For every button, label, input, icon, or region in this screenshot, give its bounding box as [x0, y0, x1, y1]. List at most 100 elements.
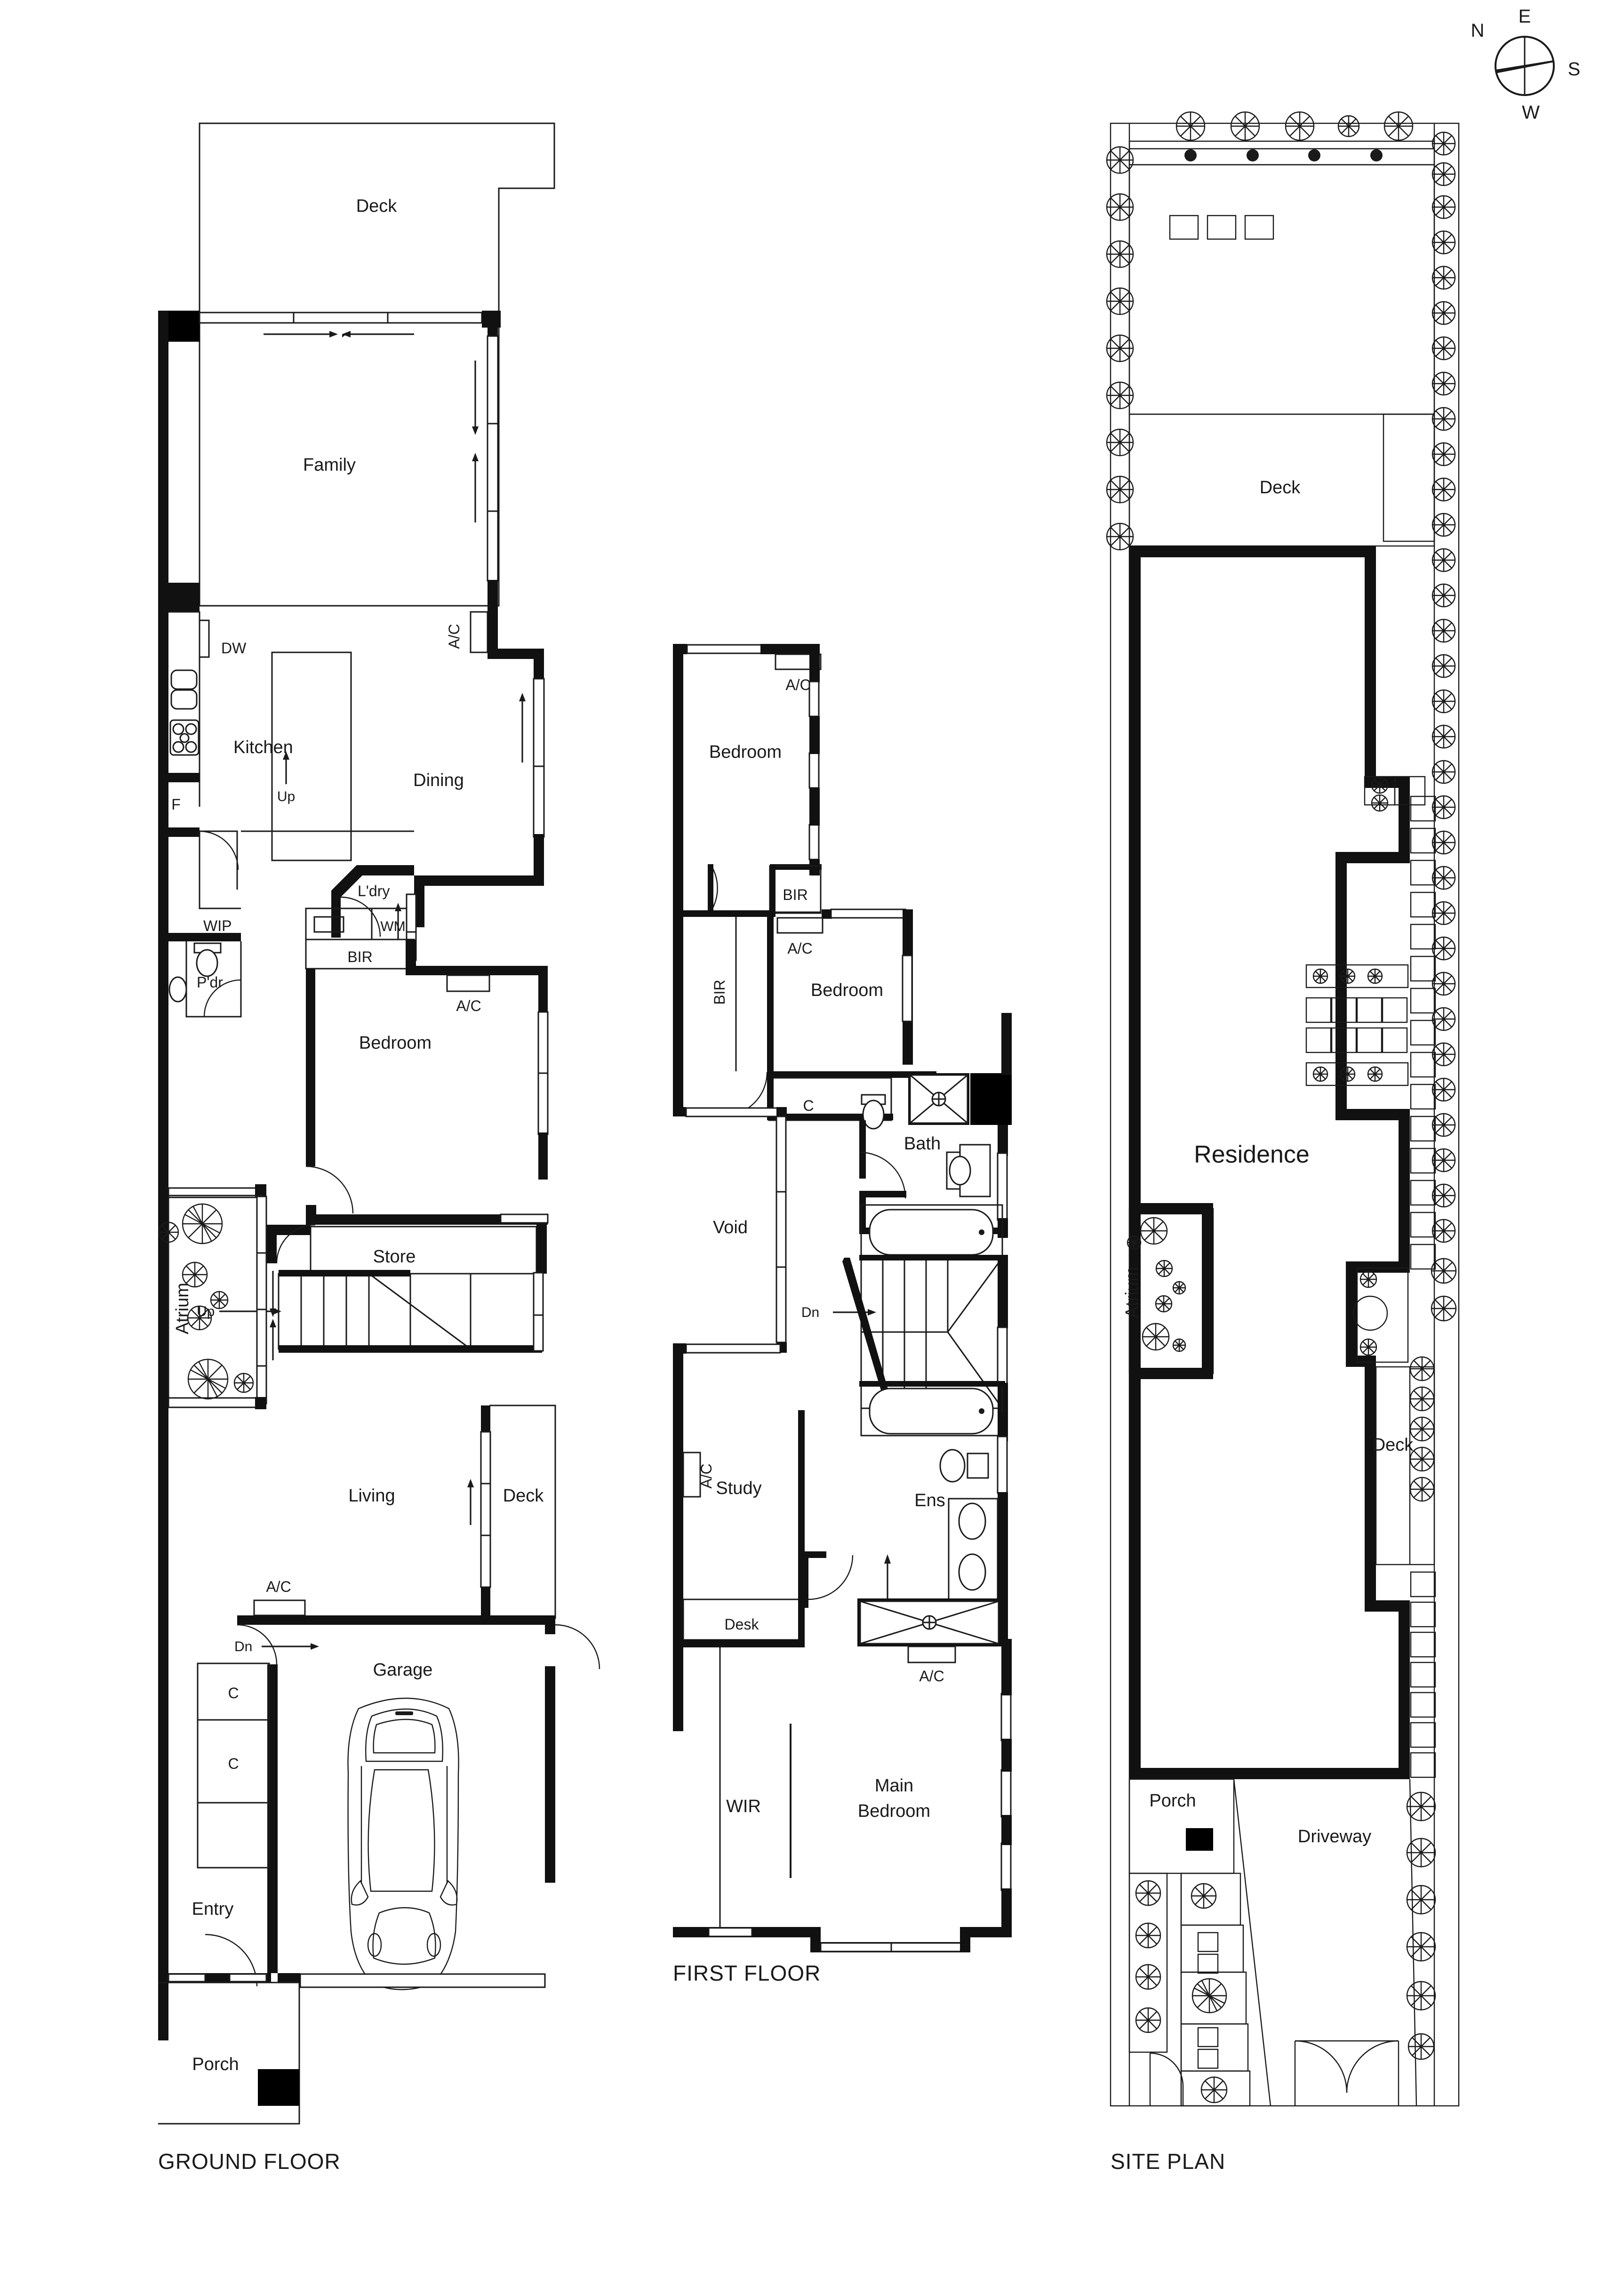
ground-store-staircase: [278, 1270, 542, 1353]
ff-ens-door-swing: [808, 1555, 854, 1600]
site-room-label-deck-rear: Deck: [1260, 478, 1301, 498]
ground-cooktop-symbol: [169, 719, 200, 756]
site-courtyard-feature: [1352, 1267, 1409, 1363]
ff-stair-label-down: Dn: [801, 1305, 819, 1320]
ground-wall-atrium-l-bot: [158, 1394, 168, 1415]
ff-bathtub-lower: [859, 1381, 1005, 1437]
ff-ens-shower: [857, 1598, 1001, 1646]
ground-wall-dining-bottom: [414, 875, 544, 886]
ff-wall-bed2-bottom: [683, 910, 776, 917]
ff-wall-bed3-corner: [822, 909, 832, 919]
ground-pdr-door-swing: [203, 979, 241, 1017]
ground-room-label-family: Family: [303, 455, 356, 475]
ff-wall-bed2-top: [760, 644, 819, 654]
ff-window-void-top: [685, 1107, 781, 1117]
ff-toilet-pan: [862, 1100, 885, 1130]
ff-wall-void-ne: [776, 1107, 787, 1118]
ff-wall-mainbed-right-c: [1001, 1739, 1012, 1772]
ground-room-label-pdr: P'dr: [197, 974, 223, 991]
ff-wall-mainbed-bottom-b: [760, 1927, 821, 1937]
ground-sink-basin-1: [170, 669, 198, 690]
ff-ac-label-4: A/C: [919, 1668, 944, 1685]
ff-fixture-bir-top-label: BIR: [783, 886, 808, 903]
ground-room-label-bedroom: Bedroom: [359, 1033, 432, 1053]
site-post-2: [1247, 149, 1259, 161]
ff-room-label-mainbed-1: Main: [875, 1776, 913, 1796]
ff-wall-bed2-door-jamb: [708, 864, 713, 911]
site-room-label-driveway: Driveway: [1298, 1827, 1371, 1846]
ff-room-label-bedroom2: Bedroom: [709, 742, 782, 762]
ff-room-label-ens: Ens: [914, 1491, 945, 1510]
ground-ac-label-3: A/C: [266, 1578, 291, 1595]
ff-wall-ens-door-jamb: [802, 1553, 808, 1608]
ff-wall-bed2-right-c: [809, 788, 820, 826]
ff-window-mainbed-bottom-1: [820, 1942, 892, 1952]
ff-wall-bed2-right-a: [809, 644, 820, 682]
ff-wall-left-a: [673, 644, 683, 1115]
ff-window-stair-right: [997, 1326, 1008, 1385]
ground-window-atrium-bottom: [168, 1397, 257, 1408]
ground-wall-garage-top: [237, 1615, 555, 1625]
site-gate-swing-2: [1346, 2040, 1399, 2106]
site-trees-rear: [1175, 111, 1414, 141]
ground-wall-step-b: [488, 649, 544, 659]
ff-bath-door-swing: [859, 1151, 906, 1199]
site-plan: Deck Residence Atrium: [1106, 111, 1460, 2174]
ff-wall-mainbed-right-d: [1001, 1815, 1012, 1845]
ff-ac-box-3: [682, 1452, 701, 1498]
ground-ac-label-1: A/C: [446, 624, 463, 649]
ground-sink-basin-2: [170, 689, 198, 710]
ground-wall-fridge-bottom: [158, 827, 200, 837]
ground-garage-door-swing-inner: [237, 1624, 278, 1665]
ff-pier-bath: [970, 1073, 1012, 1125]
site-post-3: [1308, 149, 1320, 161]
ff-room-label-void: Void: [713, 1218, 748, 1237]
ground-pier-kitchen: [168, 583, 200, 612]
ff-fixture-desk-label: Desk: [725, 1616, 760, 1633]
ff-wall-study-bottom: [683, 1640, 805, 1647]
ff-wall-bir-side: [767, 917, 774, 1072]
ground-store-walls: [266, 1225, 311, 1263]
ground-wall-bed-right-a: [538, 966, 548, 1018]
site-driveway-edges: [1233, 1779, 1417, 2106]
site-deck-side-box: [1375, 1366, 1435, 1565]
ground-toilet-symbol: [196, 949, 218, 977]
site-residence-wall-r4: [1335, 852, 1410, 863]
ground-stair-label-garage: Dn: [234, 1639, 252, 1654]
ff-wall-ens-right-a: [998, 1412, 1008, 1441]
ground-room-label-entry: Entry: [192, 1899, 234, 1919]
first-floor-plan: A/C Bedroom BIR A/C Bedroom: [673, 644, 1012, 1985]
ff-wall-bath-left-b: [859, 1191, 866, 1231]
ground-entry-door-leaf: [229, 1973, 267, 1983]
ff-ac-box-2: [776, 917, 823, 934]
site-residence-wall-r6: [1335, 1109, 1410, 1120]
ground-ac-box-3: [253, 1599, 306, 1616]
ff-room-label-bedroom3: Bedroom: [811, 980, 883, 1000]
site-room-label-deck-side: Deck: [1373, 1435, 1414, 1455]
ground-entry-sidelight: [168, 1973, 206, 1983]
compass-label-west: W: [1522, 102, 1540, 123]
ground-wall-garage-bottom-stub: [278, 1973, 300, 1983]
ff-wall-bath-right-top: [1001, 1013, 1012, 1075]
ground-room-label-atrium: Atrium: [173, 1283, 192, 1334]
site-residence-wall-r5: [1335, 852, 1347, 1109]
ff-wall-bath-bottom-stub: [859, 1191, 906, 1197]
ground-store-door-swing: [276, 1224, 316, 1264]
ground-fixture-c2-label: C: [228, 1755, 239, 1772]
ground-room-label-deck-side: Deck: [503, 1486, 544, 1506]
ground-fixture-bir-label: BIR: [347, 948, 372, 965]
ground-wall-entry-right: [267, 1881, 278, 1973]
site-room-label-residence: Residence: [1194, 1141, 1310, 1168]
ff-window-bed3-right: [902, 955, 913, 1022]
ground-pier-nw: [168, 311, 200, 342]
ground-floor-plan: A/C DW F WI: [158, 122, 600, 2174]
ff-ac-label-2: A/C: [787, 940, 812, 957]
site-paving-lower: [1410, 1571, 1436, 1778]
ground-fixture-dw-label: DW: [221, 640, 247, 657]
ground-wall-bed-left: [306, 969, 315, 1166]
ff-window-wir-bottom: [708, 1927, 753, 1937]
site-front-garden: [1128, 1791, 1436, 2107]
ground-pdr-walls: [185, 941, 242, 1018]
site-hedge-right: [1431, 131, 1457, 1322]
ff-ac-box-4: [907, 1646, 956, 1663]
